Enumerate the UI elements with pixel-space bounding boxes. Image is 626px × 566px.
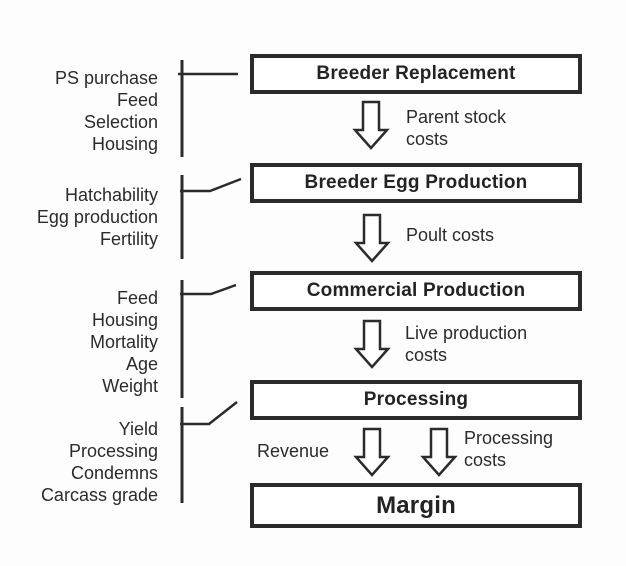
flow-box-label: Breeder Egg Production <box>304 172 528 193</box>
factor-label: Condemns <box>70 463 158 483</box>
flow-label-line: costs <box>406 129 449 149</box>
flow-label-line: Parent stock <box>406 107 507 127</box>
factor-label: Weight <box>102 376 158 396</box>
factor-label: Selection <box>83 112 158 132</box>
factor-label: Housing <box>91 310 158 330</box>
flow-box-label: Breeder Replacement <box>316 63 516 84</box>
factor-group-breeder-replacement: PS purchase Feed Selection Housing <box>8 67 158 155</box>
down-arrow-icon <box>420 427 458 477</box>
bracket-to-box-connectors <box>178 72 242 426</box>
down-arrow-icon <box>353 213 391 263</box>
flow-box-margin: Margin <box>250 483 582 528</box>
flow-box-breeder-egg-production: Breeder Egg Production <box>250 163 582 203</box>
flow-label-processing-costs: Processing costs <box>464 427 553 471</box>
down-arrow-icon <box>353 427 391 477</box>
factor-label: Feed <box>116 90 158 110</box>
factor-label: Fertility <box>100 229 158 249</box>
flow-label-line: costs <box>405 345 448 365</box>
factor-group-commercial-production: Feed Housing Mortality Age Weight <box>8 287 158 397</box>
flow-box-label: Processing <box>363 389 469 410</box>
flow-label-line: Live production <box>405 323 528 343</box>
factor-label: Housing <box>91 134 158 154</box>
flow-label-line: Revenue <box>257 441 330 461</box>
flow-label-line: costs <box>464 450 507 470</box>
flow-label-revenue: Revenue <box>257 440 329 462</box>
factor-group-processing: Yield Processing Condemns Carcass grade <box>8 418 158 506</box>
flow-box-commercial-production: Commercial Production <box>250 271 582 311</box>
flow-label-parent-stock-costs: Parent stock costs <box>406 106 506 150</box>
factor-label: Age <box>125 354 158 374</box>
factor-label: PS purchase <box>54 68 158 88</box>
down-arrow-icon <box>352 100 390 150</box>
flow-label-live-production-costs: Live production costs <box>405 322 527 366</box>
flow-label-poult-costs: Poult costs <box>406 224 494 246</box>
flow-label-line: Processing <box>464 428 554 448</box>
flow-box-label: Margin <box>376 491 456 519</box>
flow-label-line: Poult costs <box>406 225 495 245</box>
factor-label: Egg production <box>36 207 158 227</box>
down-arrow-icons <box>352 100 458 477</box>
factor-label: Mortality <box>89 332 158 352</box>
down-arrow-icon <box>353 319 391 369</box>
flow-box-label: Commercial Production <box>306 280 526 301</box>
factor-label: Processing <box>68 441 158 461</box>
factor-label: Carcass grade <box>40 485 158 505</box>
factor-label: Hatchability <box>64 185 158 205</box>
factor-group-breeder-egg-production: Hatchability Egg production Fertility <box>8 184 158 250</box>
factor-label: Feed <box>116 288 158 308</box>
flow-box-processing: Processing <box>250 380 582 420</box>
flow-box-breeder-replacement: Breeder Replacement <box>250 54 582 94</box>
factor-label: Yield <box>118 419 158 439</box>
